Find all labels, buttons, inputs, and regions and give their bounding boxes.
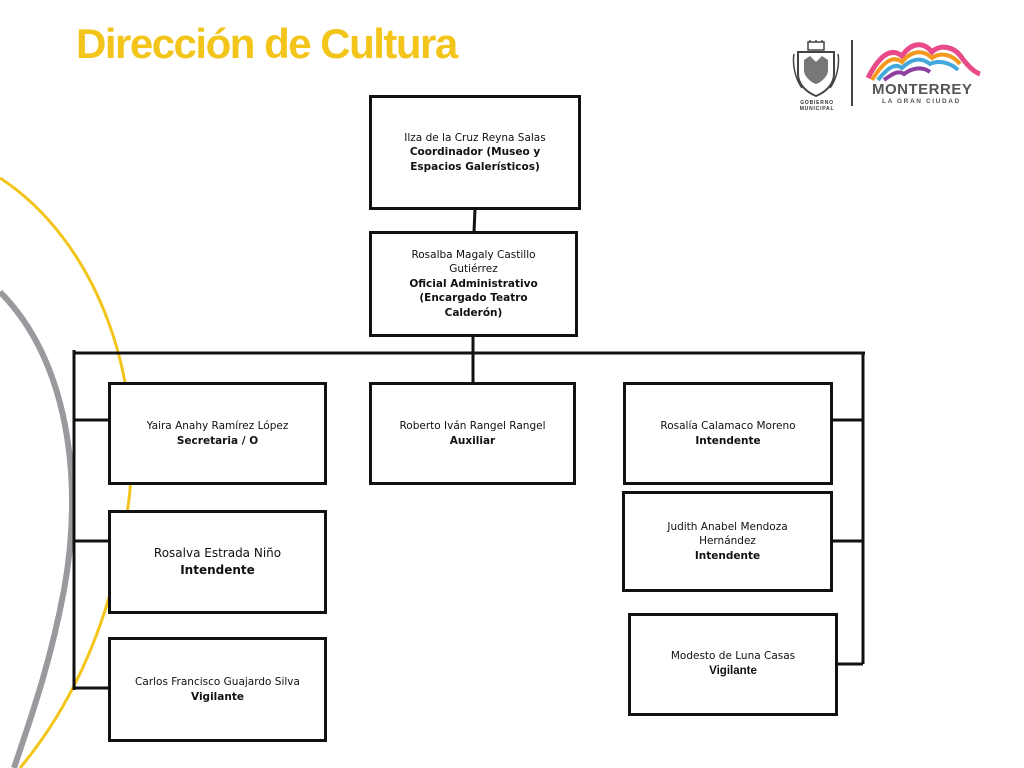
person-role: Intendente bbox=[695, 434, 761, 447]
person-name: Modesto de Luna Casas bbox=[670, 650, 796, 663]
person-role: Intendente bbox=[694, 549, 761, 562]
person-name: Roberto Iván Rangel Rangel bbox=[399, 420, 546, 433]
person-role: Secretaria / O bbox=[176, 434, 259, 447]
connector-top bbox=[472, 208, 477, 233]
logo-divider bbox=[851, 40, 853, 106]
person-name: Judith Anabel Mendoza Hernández bbox=[667, 520, 788, 548]
person-name: Yaira Anahy Ramírez López bbox=[146, 420, 289, 433]
person-name: Rosalía Calamaco Moreno bbox=[660, 420, 796, 433]
person-role: Vigilante bbox=[191, 690, 244, 703]
person-role: Auxiliar bbox=[449, 434, 496, 447]
org-box-left-2: Rosalva Estrada Niño Intendente bbox=[108, 510, 327, 614]
org-box-left-1: Yaira Anahy Ramírez López Secretaria / O bbox=[108, 382, 327, 485]
person-name: Rosalva Estrada Niño bbox=[153, 546, 282, 561]
person-name: Carlos Francisco Guajardo Silva bbox=[135, 676, 300, 689]
logo-area: GOBIERNO MUNICIPAL MONTERREY LA GRAN CIU… bbox=[786, 36, 986, 112]
person-role: Intendente bbox=[180, 563, 255, 577]
org-box-administrative: Rosalba Magaly Castillo Gutiérrez Oficia… bbox=[369, 231, 578, 337]
org-box-left-3: Carlos Francisco Guajardo Silva Vigilant… bbox=[108, 637, 327, 742]
city-name: MONTERREY bbox=[872, 81, 973, 98]
coat-of-arms-icon bbox=[792, 40, 840, 98]
mountain-rainbow-icon bbox=[865, 42, 981, 82]
org-box-right-2: Judith Anabel Mendoza Hernández Intenden… bbox=[622, 491, 833, 592]
government-caption: GOBIERNO MUNICIPAL bbox=[799, 100, 835, 112]
person-name: Rosalba Magaly Castillo Gutiérrez bbox=[411, 248, 536, 276]
city-tagline: LA GRAN CIUDAD bbox=[882, 98, 961, 105]
person-role: Coordinador (Museo y Espacios Galerístic… bbox=[409, 146, 541, 173]
org-box-center-1: Roberto Iván Rangel Rangel Auxiliar bbox=[369, 382, 576, 485]
person-name: Ilza de la Cruz Reyna Salas bbox=[404, 131, 546, 144]
org-box-right-3: Modesto de Luna Casas Vigilante bbox=[628, 613, 838, 716]
page-title: Dirección de Cultura bbox=[76, 20, 458, 67]
person-role: Vigilante bbox=[709, 664, 757, 677]
org-box-right-1: Rosalía Calamaco Moreno Intendente bbox=[623, 382, 833, 485]
person-role: Oficial Administrativo (Encargado Teatro… bbox=[409, 277, 538, 319]
org-box-coordinator: Ilza de la Cruz Reyna Salas Coordinador … bbox=[369, 95, 581, 210]
